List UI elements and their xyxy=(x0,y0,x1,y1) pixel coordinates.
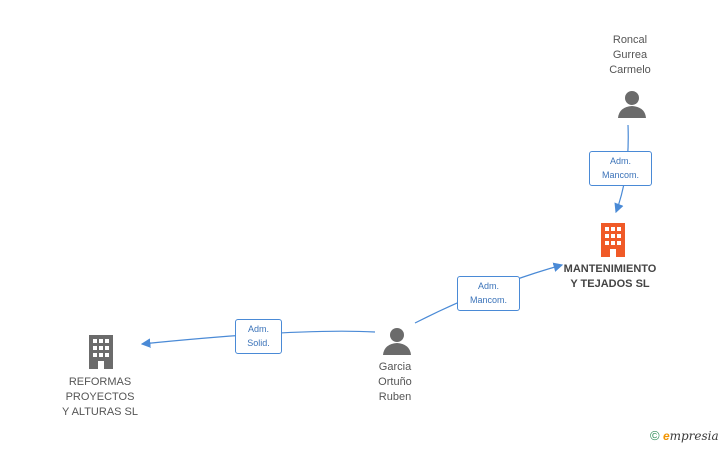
copyright-icon: © xyxy=(650,428,660,443)
person-label-garcia: Garcia Ortuño Ruben xyxy=(378,361,412,403)
brand-rest: mpresia xyxy=(669,429,719,443)
edge-label-garcia-reformas: Adm. Solid. xyxy=(235,319,282,354)
brand-e: e xyxy=(662,429,670,443)
company-label-mantenimiento: MANTENIMIENTO Y TEJADOS SL xyxy=(563,263,657,290)
building-icon[interactable] xyxy=(86,334,116,370)
edge-label-garcia-mantenimiento: Adm. Mancom. xyxy=(457,276,520,311)
empresia-logo: © empresia xyxy=(650,428,719,443)
building-icon[interactable] xyxy=(598,222,628,258)
person-icon[interactable] xyxy=(617,89,647,119)
company-label-reformas: REFORMAS PROYECTOS Y ALTURAS SL xyxy=(61,376,139,418)
edge-label-roncal-mantenimiento: Adm. Mancom. xyxy=(589,151,652,186)
person-icon[interactable] xyxy=(382,326,412,356)
person-label-roncal: Roncal Gurrea Carmelo xyxy=(609,34,651,76)
